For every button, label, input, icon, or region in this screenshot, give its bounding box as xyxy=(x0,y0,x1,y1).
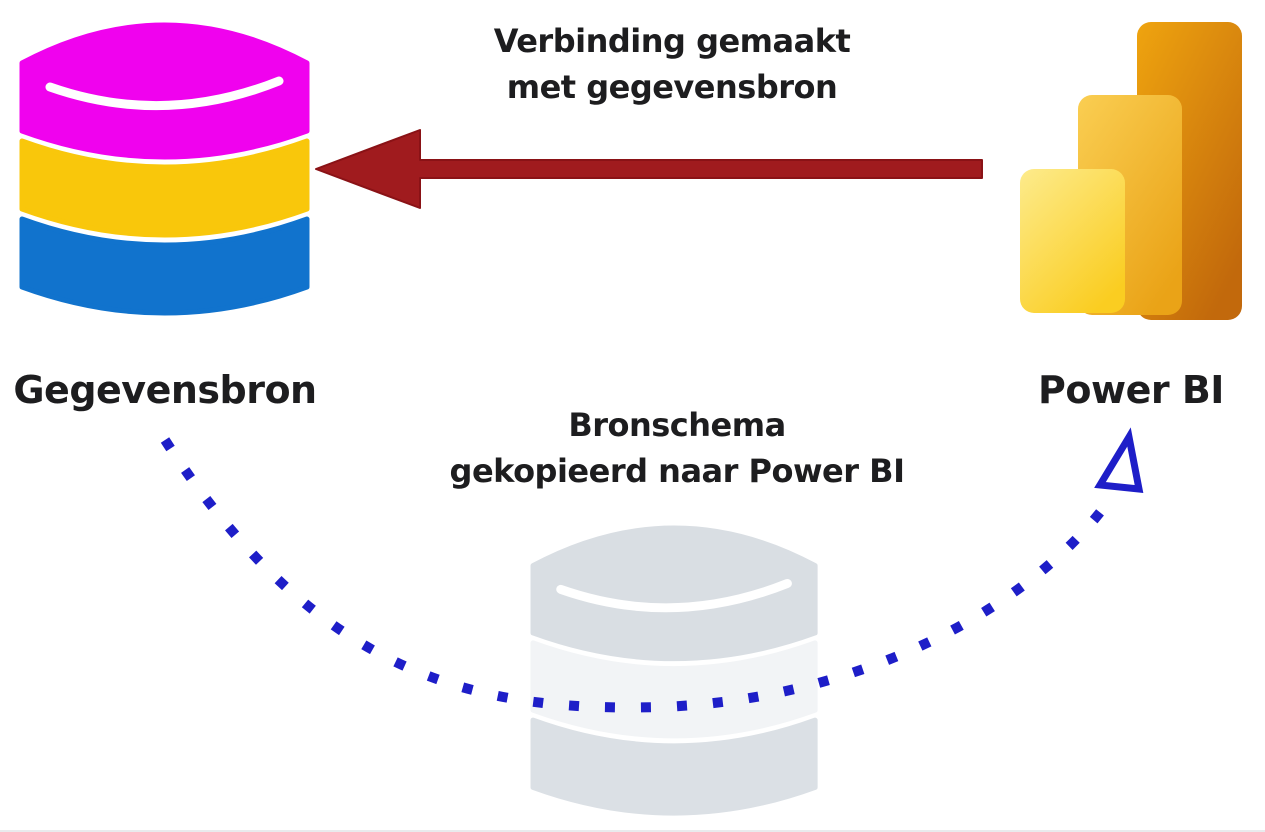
schema-disk-middle xyxy=(530,640,818,739)
schema-disk-bottom xyxy=(530,717,818,816)
powerbi-bar-short xyxy=(1020,169,1125,313)
schema-top-highlight xyxy=(556,578,792,613)
powerbi-logo xyxy=(1020,22,1242,320)
source-database-label: Gegevensbron xyxy=(13,368,317,412)
top-caption-line1: Verbinding gemaakt xyxy=(493,22,851,60)
schema-disk-top xyxy=(530,525,818,662)
database-disk-magenta xyxy=(19,22,310,160)
connection-arrow xyxy=(315,129,983,209)
schema-database-icon xyxy=(530,525,818,816)
middle-caption-line2: gekopieerd naar Power BI xyxy=(449,452,905,490)
middle-caption: Bronschema gekopieerd naar Power BI xyxy=(377,402,977,494)
database-disk-blue xyxy=(19,216,310,316)
copy-arrowhead-icon xyxy=(1094,427,1144,493)
source-database-icon xyxy=(19,22,310,316)
top-caption-line2: met gegevensbron xyxy=(506,68,838,106)
database-top-highlight xyxy=(45,76,284,111)
database-disk-yellow xyxy=(19,138,310,238)
bottom-edge-divider xyxy=(0,830,1265,832)
copy-dotted-arrow xyxy=(160,437,1113,713)
middle-caption-line1: Bronschema xyxy=(568,406,786,444)
top-caption: Verbinding gemaakt met gegevensbron xyxy=(392,18,952,110)
powerbi-label: Power BI xyxy=(1038,368,1224,412)
